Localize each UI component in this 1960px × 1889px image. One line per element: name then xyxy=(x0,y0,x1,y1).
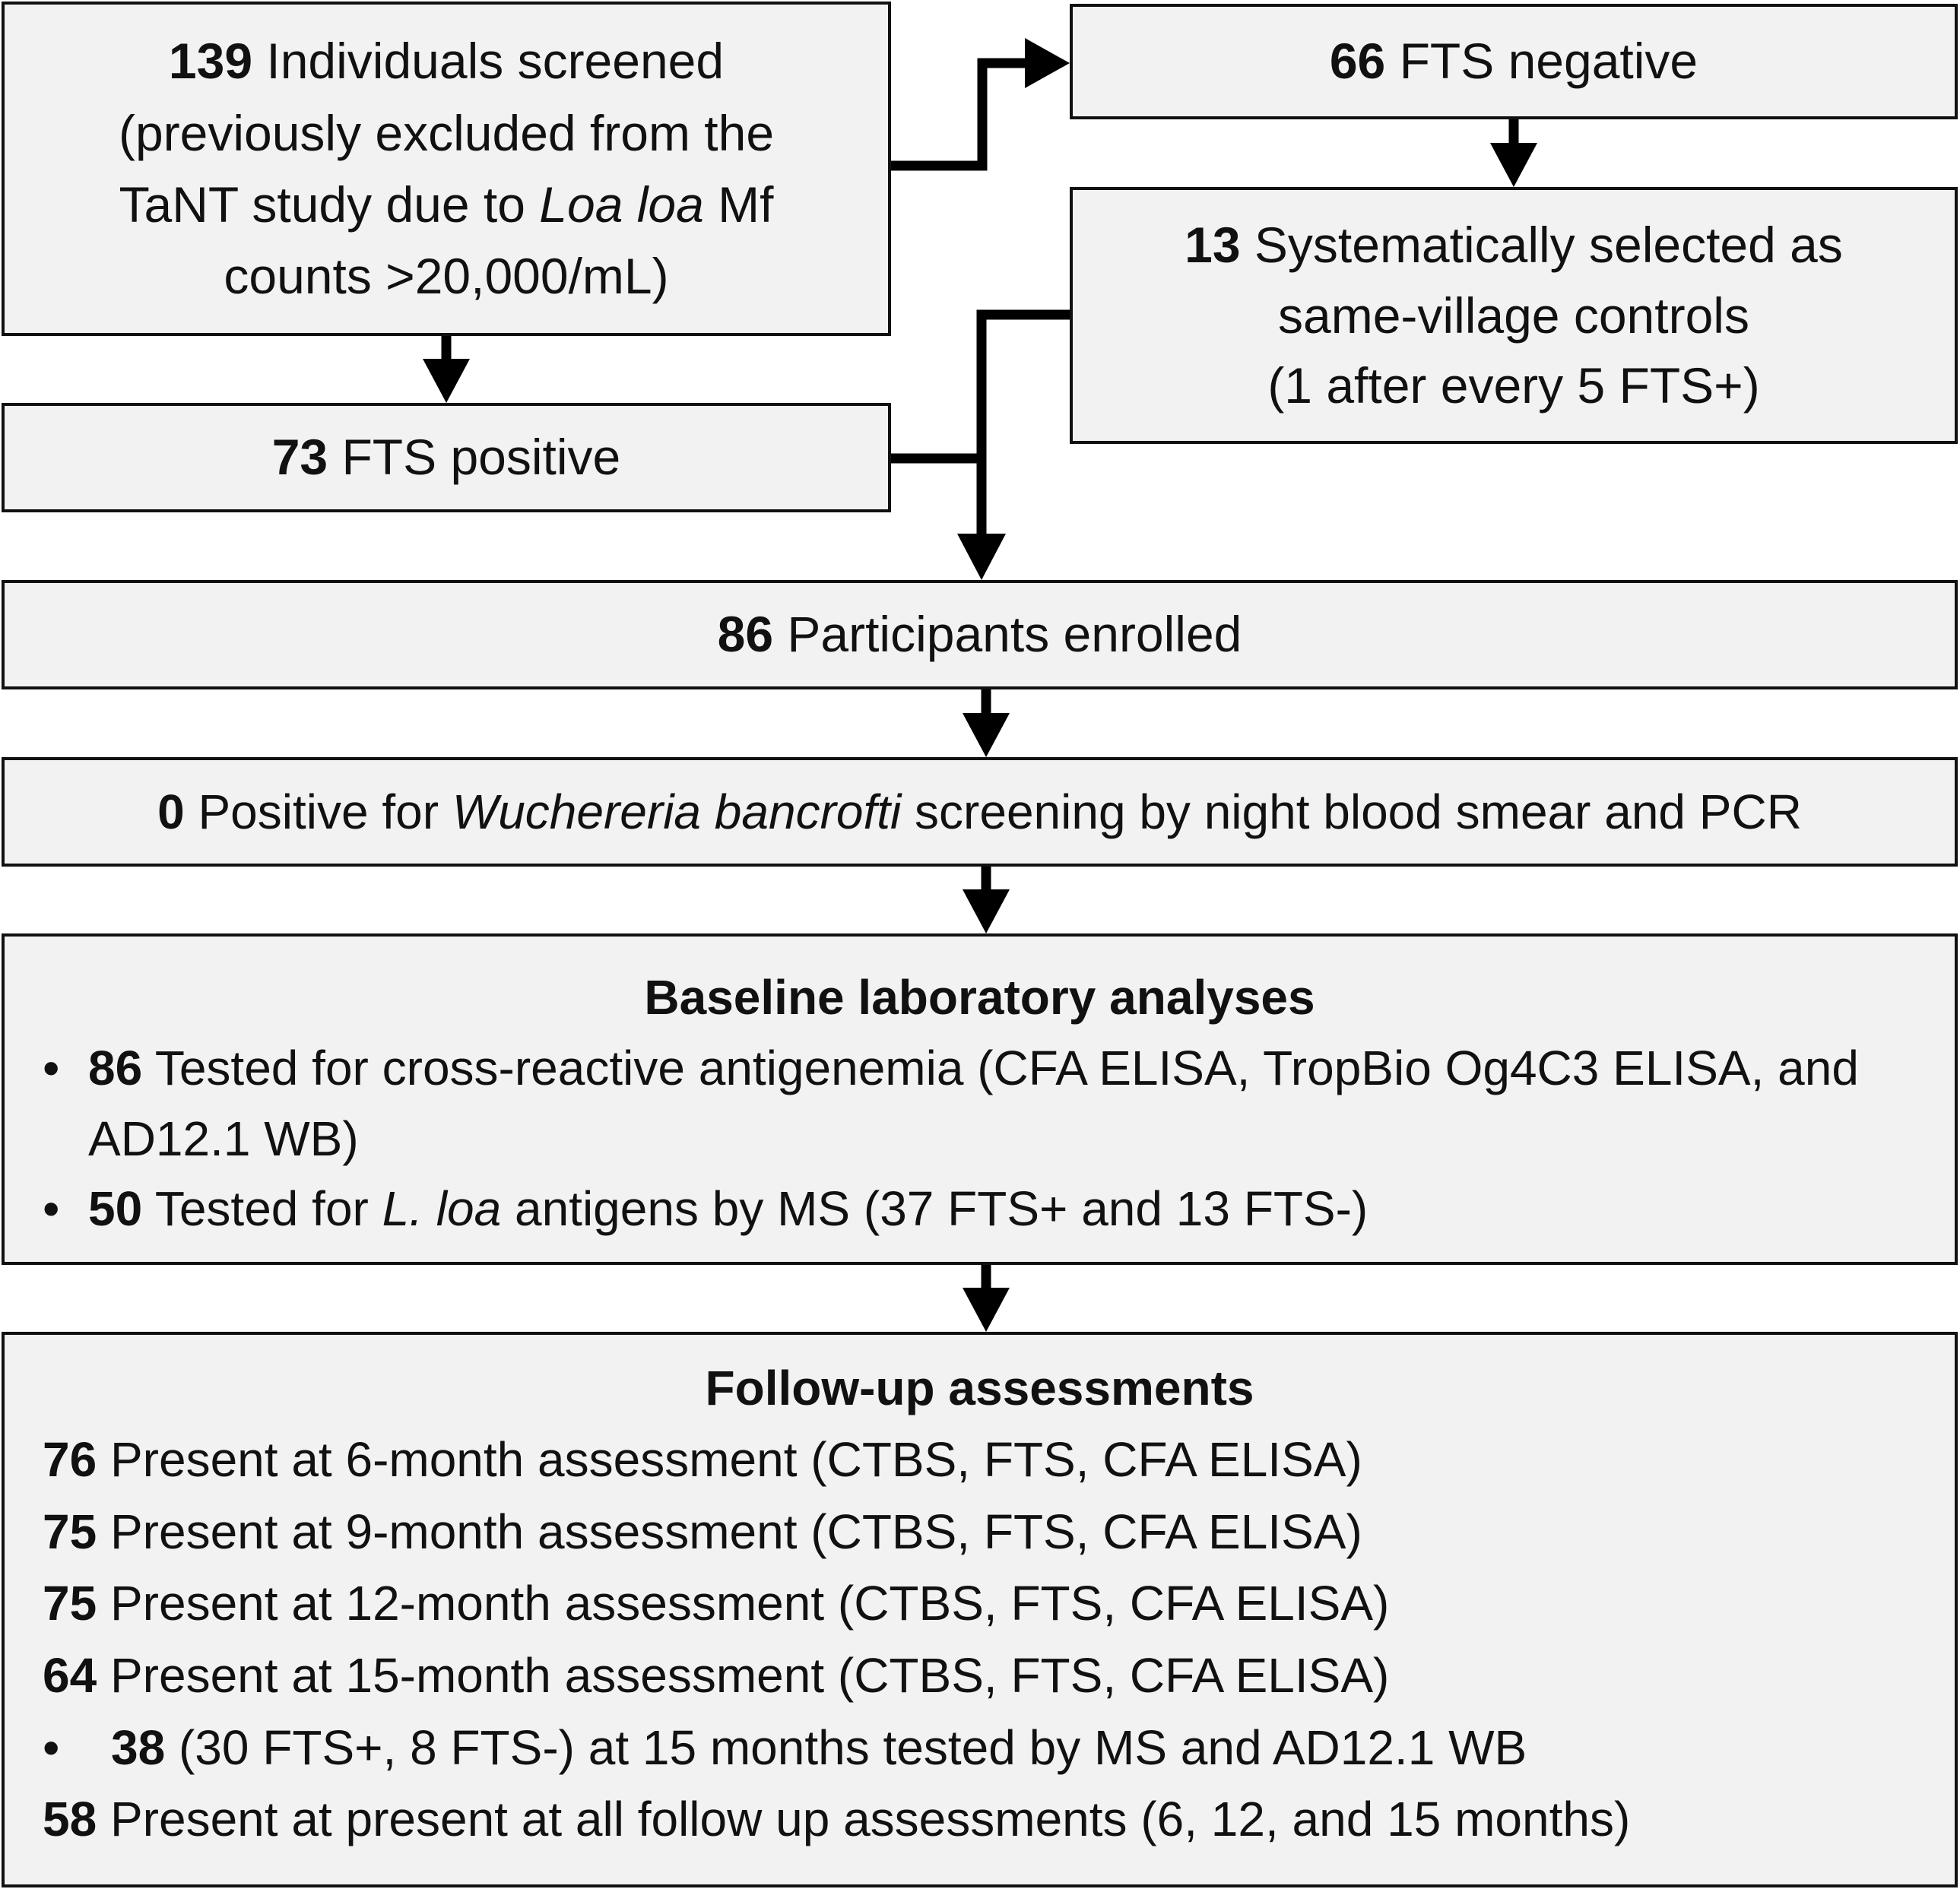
screened-line2: (previously excluded from the xyxy=(118,104,775,161)
followup-row-text: Present at 15-month assessment (CTBS, FT… xyxy=(109,1647,1390,1703)
followup-row-count: 64 xyxy=(43,1647,97,1703)
followup-row: 75 Present at 9-month assessment (CTBS, … xyxy=(5,1496,1955,1568)
fts-negative-count: 66 xyxy=(1329,33,1386,90)
enrolled-count: 86 xyxy=(717,606,774,663)
arrowhead-baseline xyxy=(963,889,1010,933)
arrowhead-controls xyxy=(1490,143,1537,187)
followup-row-text: Present at 6-month assessment (CTBS, FTS… xyxy=(109,1431,1362,1487)
fts-negative-label: FTS negative xyxy=(1399,33,1698,90)
screened-box: 139 Individuals screened (previously exc… xyxy=(2,2,891,336)
followup-row: 76 Present at 6-month assessment (CTBS, … xyxy=(5,1424,1955,1496)
enrolled-box: 86 Participants enrolled xyxy=(2,580,1958,689)
followup-row-count: 75 xyxy=(43,1504,97,1559)
followup-row-count: 75 xyxy=(43,1576,97,1631)
baseline-box: Baseline laboratory analyses • 86 Tested… xyxy=(2,933,1958,1265)
bullet-icon: • xyxy=(43,1040,60,1095)
controls-count: 13 xyxy=(1185,217,1241,274)
followup-row-text: Present at 12-month assessment (CTBS, FT… xyxy=(109,1576,1390,1631)
baseline-item1-text: Tested for cross-reactive antigenemia (C… xyxy=(88,1040,1859,1166)
screened-line4: counts >20,000/mL) xyxy=(224,248,669,305)
followup-row-text: Present at 9-month assessment (CTBS, FTS… xyxy=(109,1504,1362,1559)
baseline-item1-count: 86 xyxy=(88,1040,143,1095)
controls-box: 13 Systematically selected as same-villa… xyxy=(1070,187,1958,444)
followup-row: 75 Present at 12-month assessment (CTBS,… xyxy=(5,1567,1955,1640)
enrolled-label: Participants enrolled xyxy=(787,606,1242,663)
followup-all-text: Present at present at all follow up asse… xyxy=(109,1792,1631,1847)
followup-row-count: 76 xyxy=(43,1431,97,1487)
wb-screening-pre: Positive for xyxy=(198,784,452,839)
baseline-item-antigenemia: • 86 Tested for cross-reactive antigenem… xyxy=(5,1033,1955,1174)
arrow-controls-to-enrolled xyxy=(976,309,1070,537)
baseline-item2-pre: Tested for xyxy=(154,1181,382,1237)
wb-screening-species: Wuchereria bancrofti xyxy=(452,784,902,839)
baseline-item-ms: • 50 Tested for L. loa antigens by MS (3… xyxy=(5,1174,1955,1244)
followup-row: 64 Present at 15-month assessment (CTBS,… xyxy=(5,1640,1955,1712)
arrowhead-screening xyxy=(963,713,1010,757)
arrowhead-positive xyxy=(423,359,470,403)
screened-count: 139 xyxy=(168,33,253,90)
baseline-item2-count: 50 xyxy=(88,1181,143,1237)
baseline-item2-species: L. loa xyxy=(382,1181,502,1237)
fts-positive-box: 73 FTS positive xyxy=(2,403,891,512)
wb-screening-post: screening by night blood smear and PCR xyxy=(901,784,1802,839)
controls-line2: same-village controls xyxy=(1278,287,1749,344)
followup-all-count: 58 xyxy=(43,1792,97,1847)
baseline-heading: Baseline laboratory analyses xyxy=(644,970,1315,1025)
arrowhead-followup xyxy=(963,1288,1010,1332)
followup-sub-text: (30 FTS+, 8 FTS-) at 15 months tested by… xyxy=(178,1719,1527,1775)
bullet-icon: • xyxy=(43,1181,60,1237)
wb-screening-count: 0 xyxy=(157,784,185,839)
fts-positive-count: 73 xyxy=(271,429,328,486)
fts-positive-label: FTS positive xyxy=(341,429,621,486)
arrowhead-enrolled xyxy=(957,534,1006,580)
arrow-screened-to-negative xyxy=(891,58,1026,171)
screened-line3-post: Mf xyxy=(703,176,774,233)
screened-line3-species: Loa loa xyxy=(539,176,704,233)
baseline-item2-post: antigens by MS (37 FTS+ and 13 FTS-) xyxy=(501,1181,1369,1237)
controls-line1: Systematically selected as xyxy=(1254,217,1843,274)
wb-screening-box: 0 Positive for Wuchereria bancrofti scre… xyxy=(2,757,1958,867)
followup-sub-count: 38 xyxy=(111,1719,166,1775)
controls-line3: (1 after every 5 FTS+) xyxy=(1267,357,1760,414)
bullet-icon: • xyxy=(43,1719,60,1775)
fts-negative-box: 66 FTS negative xyxy=(1070,4,1958,119)
screened-label: Individuals screened xyxy=(266,33,725,90)
screened-line3: TaNT study due to Loa loa Mf xyxy=(119,169,774,240)
followup-box: Follow-up assessments 76 Present at 6-mo… xyxy=(2,1332,1958,1887)
followup-all-row: 58 Present at present at all follow up a… xyxy=(5,1783,1955,1856)
followup-subitem: • 38 (30 FTS+, 8 FTS-) at 15 months teste… xyxy=(5,1712,1955,1784)
followup-heading: Follow-up assessments xyxy=(705,1361,1254,1415)
arrowhead-negative xyxy=(1025,38,1070,88)
screened-line1: 139 Individuals screened xyxy=(169,25,724,97)
screened-line3-pre: TaNT study due to xyxy=(119,176,540,233)
